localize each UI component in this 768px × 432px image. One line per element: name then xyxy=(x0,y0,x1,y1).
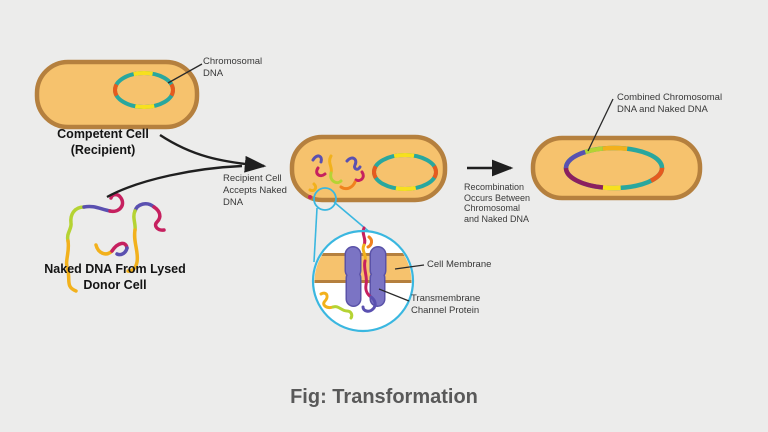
competent-cell-label: Competent Cell (Recipient) xyxy=(28,126,178,158)
cell-membrane-label: Cell Membrane xyxy=(427,259,491,271)
label-line: Transmembrane xyxy=(411,293,481,304)
figure-caption: Fig: Transformation xyxy=(290,386,478,408)
label-line: Occurs Between xyxy=(464,192,531,203)
pointer-line-cell-membrane xyxy=(394,264,425,270)
transformed-cell-shape xyxy=(530,135,703,201)
label-line: Cell Membrane xyxy=(427,259,492,270)
recipient-cell-arrow-label: Recipient Cell Accepts Naked DNA xyxy=(223,173,287,209)
recombination-arrow-label: Recombination Occurs Between Chromosomal… xyxy=(464,182,530,224)
pointer-line-channel-protein xyxy=(378,288,410,302)
chromosomal-dna-label: Chromosomal DNA xyxy=(203,56,262,79)
curved-arrow-from-naked-dna xyxy=(106,164,243,199)
channel-protein-left xyxy=(344,246,362,307)
label-line: Donor Cell xyxy=(83,278,147,292)
label-line: and Naked DNA xyxy=(464,213,530,224)
curved-arrow-from-cell xyxy=(159,133,267,173)
magnifier-source-circle xyxy=(313,187,337,211)
label-line: Naked DNA From Lysed xyxy=(44,262,186,276)
label-line: Chromosomal xyxy=(203,56,263,67)
inset-dna-squiggle xyxy=(319,291,354,320)
label-line: DNA xyxy=(223,197,244,208)
label-line: (Recipient) xyxy=(70,143,136,157)
label-line: DNA xyxy=(203,67,224,79)
label-line: Accepts Naked xyxy=(223,185,287,196)
recipient-dna-fragments xyxy=(308,154,365,199)
inset-dna-strand xyxy=(361,226,377,313)
recipient-cell-shape xyxy=(289,134,448,203)
label-line: Recipient Cell xyxy=(223,173,282,184)
label-line: Chromosomal xyxy=(464,203,521,213)
label-line: Recombination xyxy=(464,182,525,192)
pointer-line-chromosomal-dna xyxy=(167,63,203,84)
naked-dna-strands xyxy=(64,192,166,293)
recipient-plasmid-ring xyxy=(372,153,438,191)
naked-dna-label: Naked DNA From Lysed Donor Cell xyxy=(30,261,200,293)
label-line: Competent Cell xyxy=(57,127,149,141)
pointer-line-combined-dna xyxy=(587,98,614,152)
combined-dna-ring xyxy=(563,145,665,191)
combined-dna-label: Combined Chromosomal DNA and Naked DNA xyxy=(617,92,722,115)
inset-membrane xyxy=(314,253,412,283)
transmembrane-channel-label: Transmembrane Channel Protein xyxy=(411,293,480,316)
label-line: Combined Chromosomal xyxy=(617,92,723,103)
magnifier-lens-ring xyxy=(311,229,415,333)
chromosomal-dna-ring xyxy=(113,71,175,109)
label-line: Channel Protein xyxy=(411,304,480,316)
label-line: DNA and Naked DNA xyxy=(617,103,708,115)
